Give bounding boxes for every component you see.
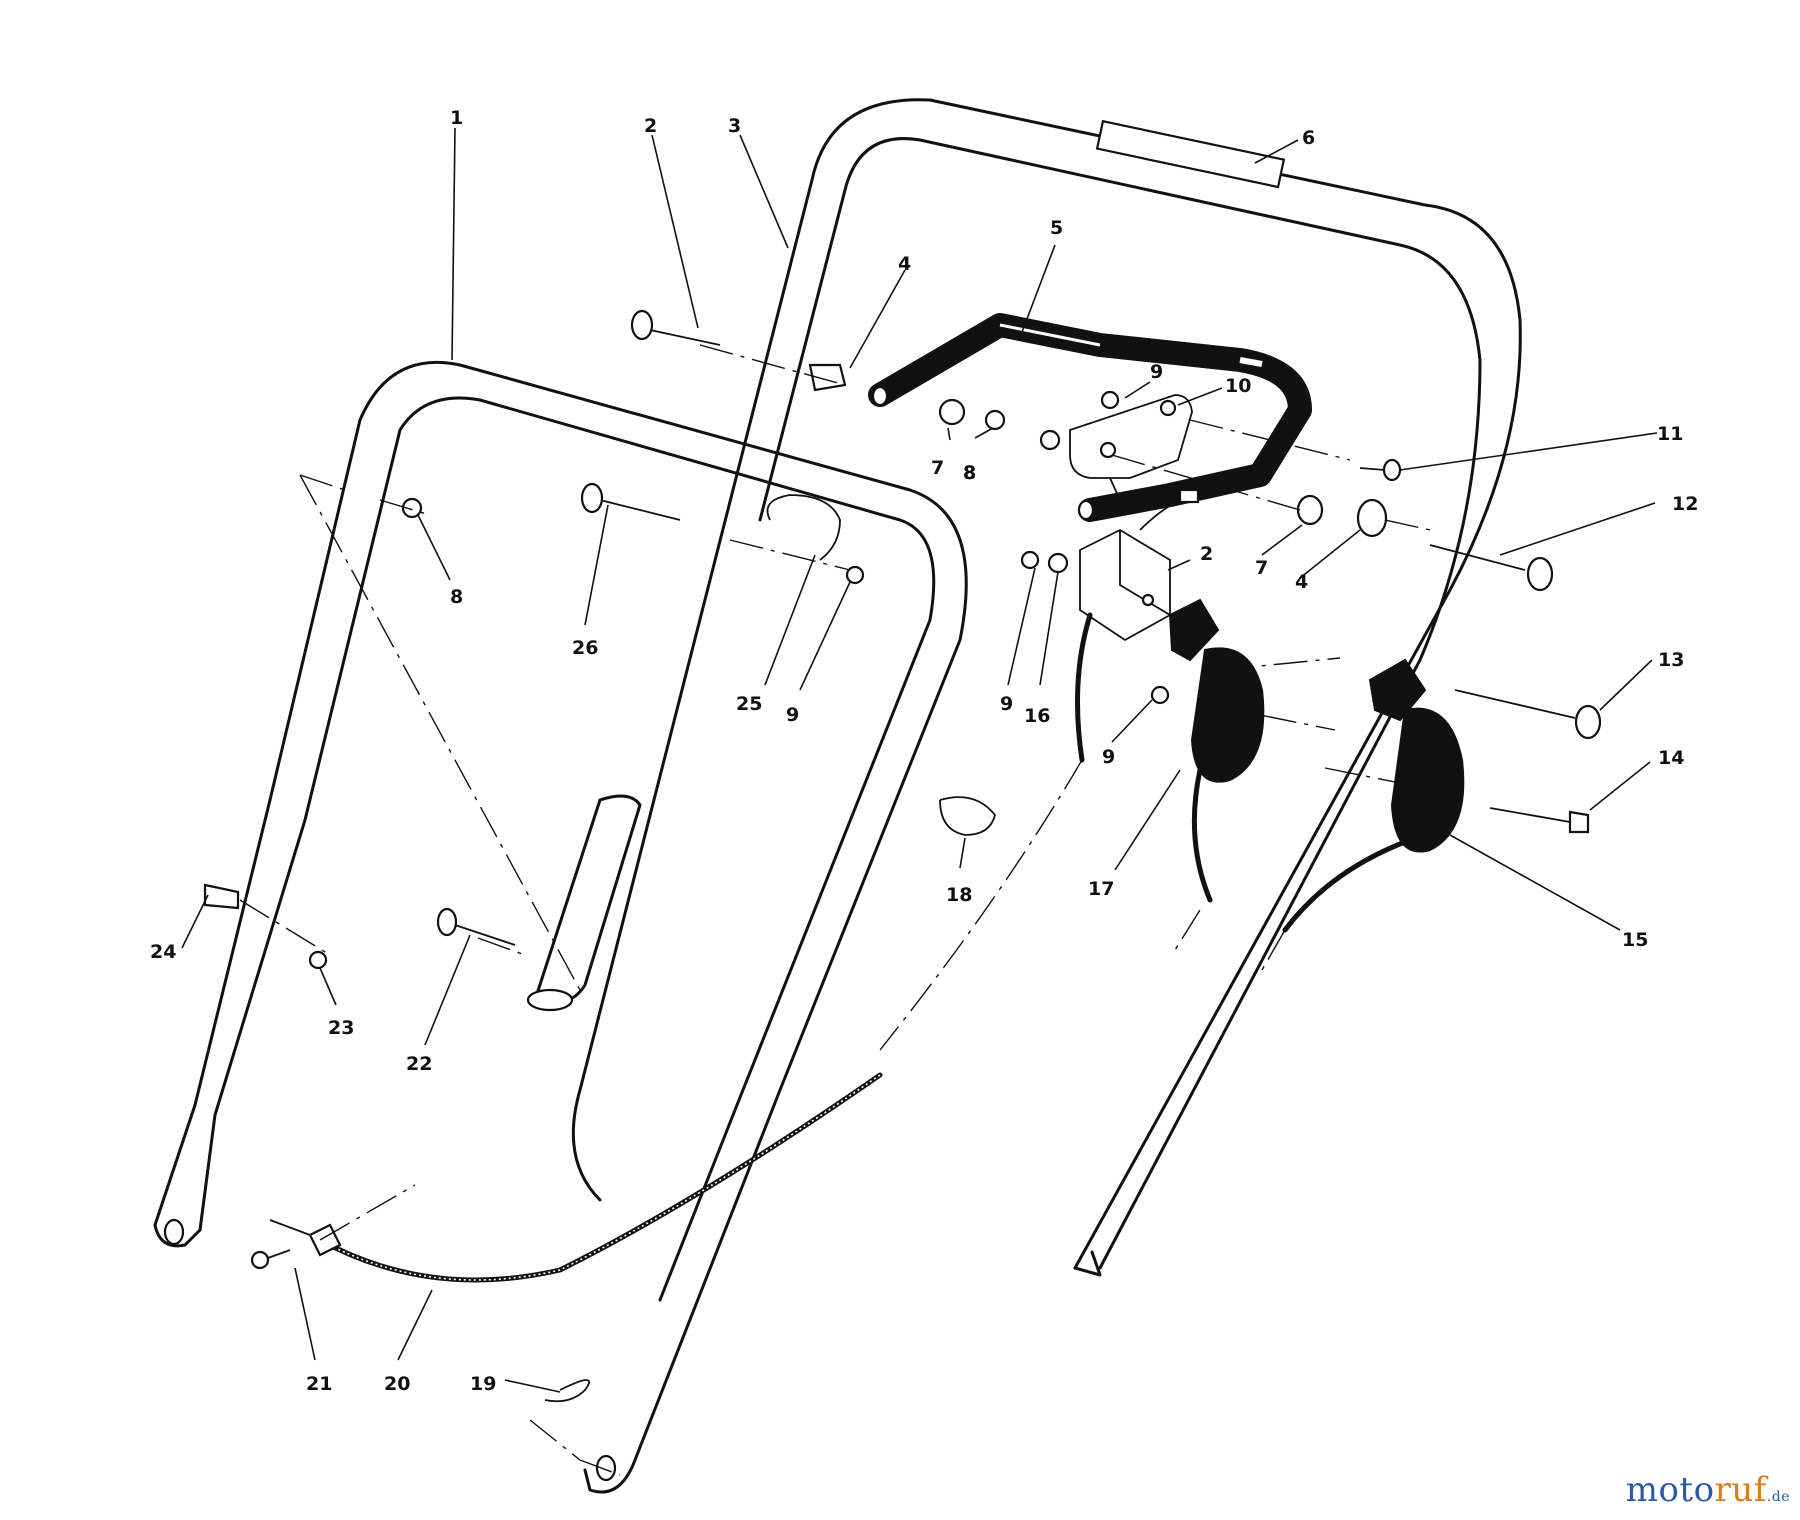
callout-21: 21	[306, 1373, 332, 1395]
callout-14: 14	[1658, 747, 1684, 769]
callout-18: 18	[946, 884, 972, 906]
left-brake-unit	[1168, 598, 1265, 903]
callout-24: 24	[150, 941, 176, 963]
callout-11: 2	[1200, 543, 1213, 565]
callout-10: 10	[1225, 375, 1251, 397]
leader-lines	[181, 127, 1658, 1393]
callout-15: 15	[1622, 929, 1648, 951]
callout-16: 16	[1024, 705, 1050, 727]
callout-7-right: 7	[1255, 557, 1268, 579]
watermark-logo: motoruf.de	[1626, 1470, 1790, 1510]
callout-9-lower: 9	[1102, 746, 1115, 768]
bracket	[1069, 394, 1193, 503]
callout-1: 1	[450, 107, 463, 129]
right-brake-unit	[1282, 658, 1465, 933]
callout-9-center: 9	[1000, 693, 1013, 715]
callout-26: 26	[572, 637, 598, 659]
watermark-part2: ruf	[1714, 1470, 1767, 1510]
lower-handle	[153, 360, 968, 1494]
callout-2-right: 12	[1672, 493, 1698, 515]
callout-12: 11	[1657, 423, 1683, 445]
callout-17: 17	[1088, 878, 1114, 900]
control-cables	[317, 612, 1093, 1283]
callout-8: 8	[963, 462, 976, 484]
callout-23: 23	[328, 1017, 354, 1039]
callout-7: 7	[931, 457, 944, 479]
callout-4-right: 4	[1295, 571, 1308, 593]
callout-9-left: 9	[786, 704, 799, 726]
upper-handle	[571, 98, 1522, 1277]
callout-19: 19	[470, 1373, 496, 1395]
watermark-part3: .de	[1766, 1489, 1790, 1505]
control-bail	[868, 313, 1312, 522]
callout-labels: 1 2 3 4 5 6 7 8 9 10 11 12 2 13 4 7 8 9 …	[150, 107, 1698, 1395]
alignment-lines	[239, 344, 1461, 1476]
callout-22: 22	[406, 1053, 432, 1075]
callout-5: 5	[1050, 217, 1063, 239]
fasteners	[203, 309, 1602, 1403]
watermark-part1: moto	[1625, 1470, 1715, 1510]
callout-9: 9	[1150, 361, 1163, 383]
callout-4: 4	[898, 253, 911, 275]
callout-25: 25	[736, 693, 762, 715]
callout-20: 20	[384, 1373, 410, 1395]
callout-3: 3	[728, 115, 741, 137]
callout-8-lower: 8	[450, 586, 463, 608]
callout-13: 13	[1658, 649, 1684, 671]
callout-2: 2	[644, 115, 657, 137]
callout-8-left: 8	[963, 462, 976, 484]
callout-6: 6	[1302, 127, 1315, 149]
